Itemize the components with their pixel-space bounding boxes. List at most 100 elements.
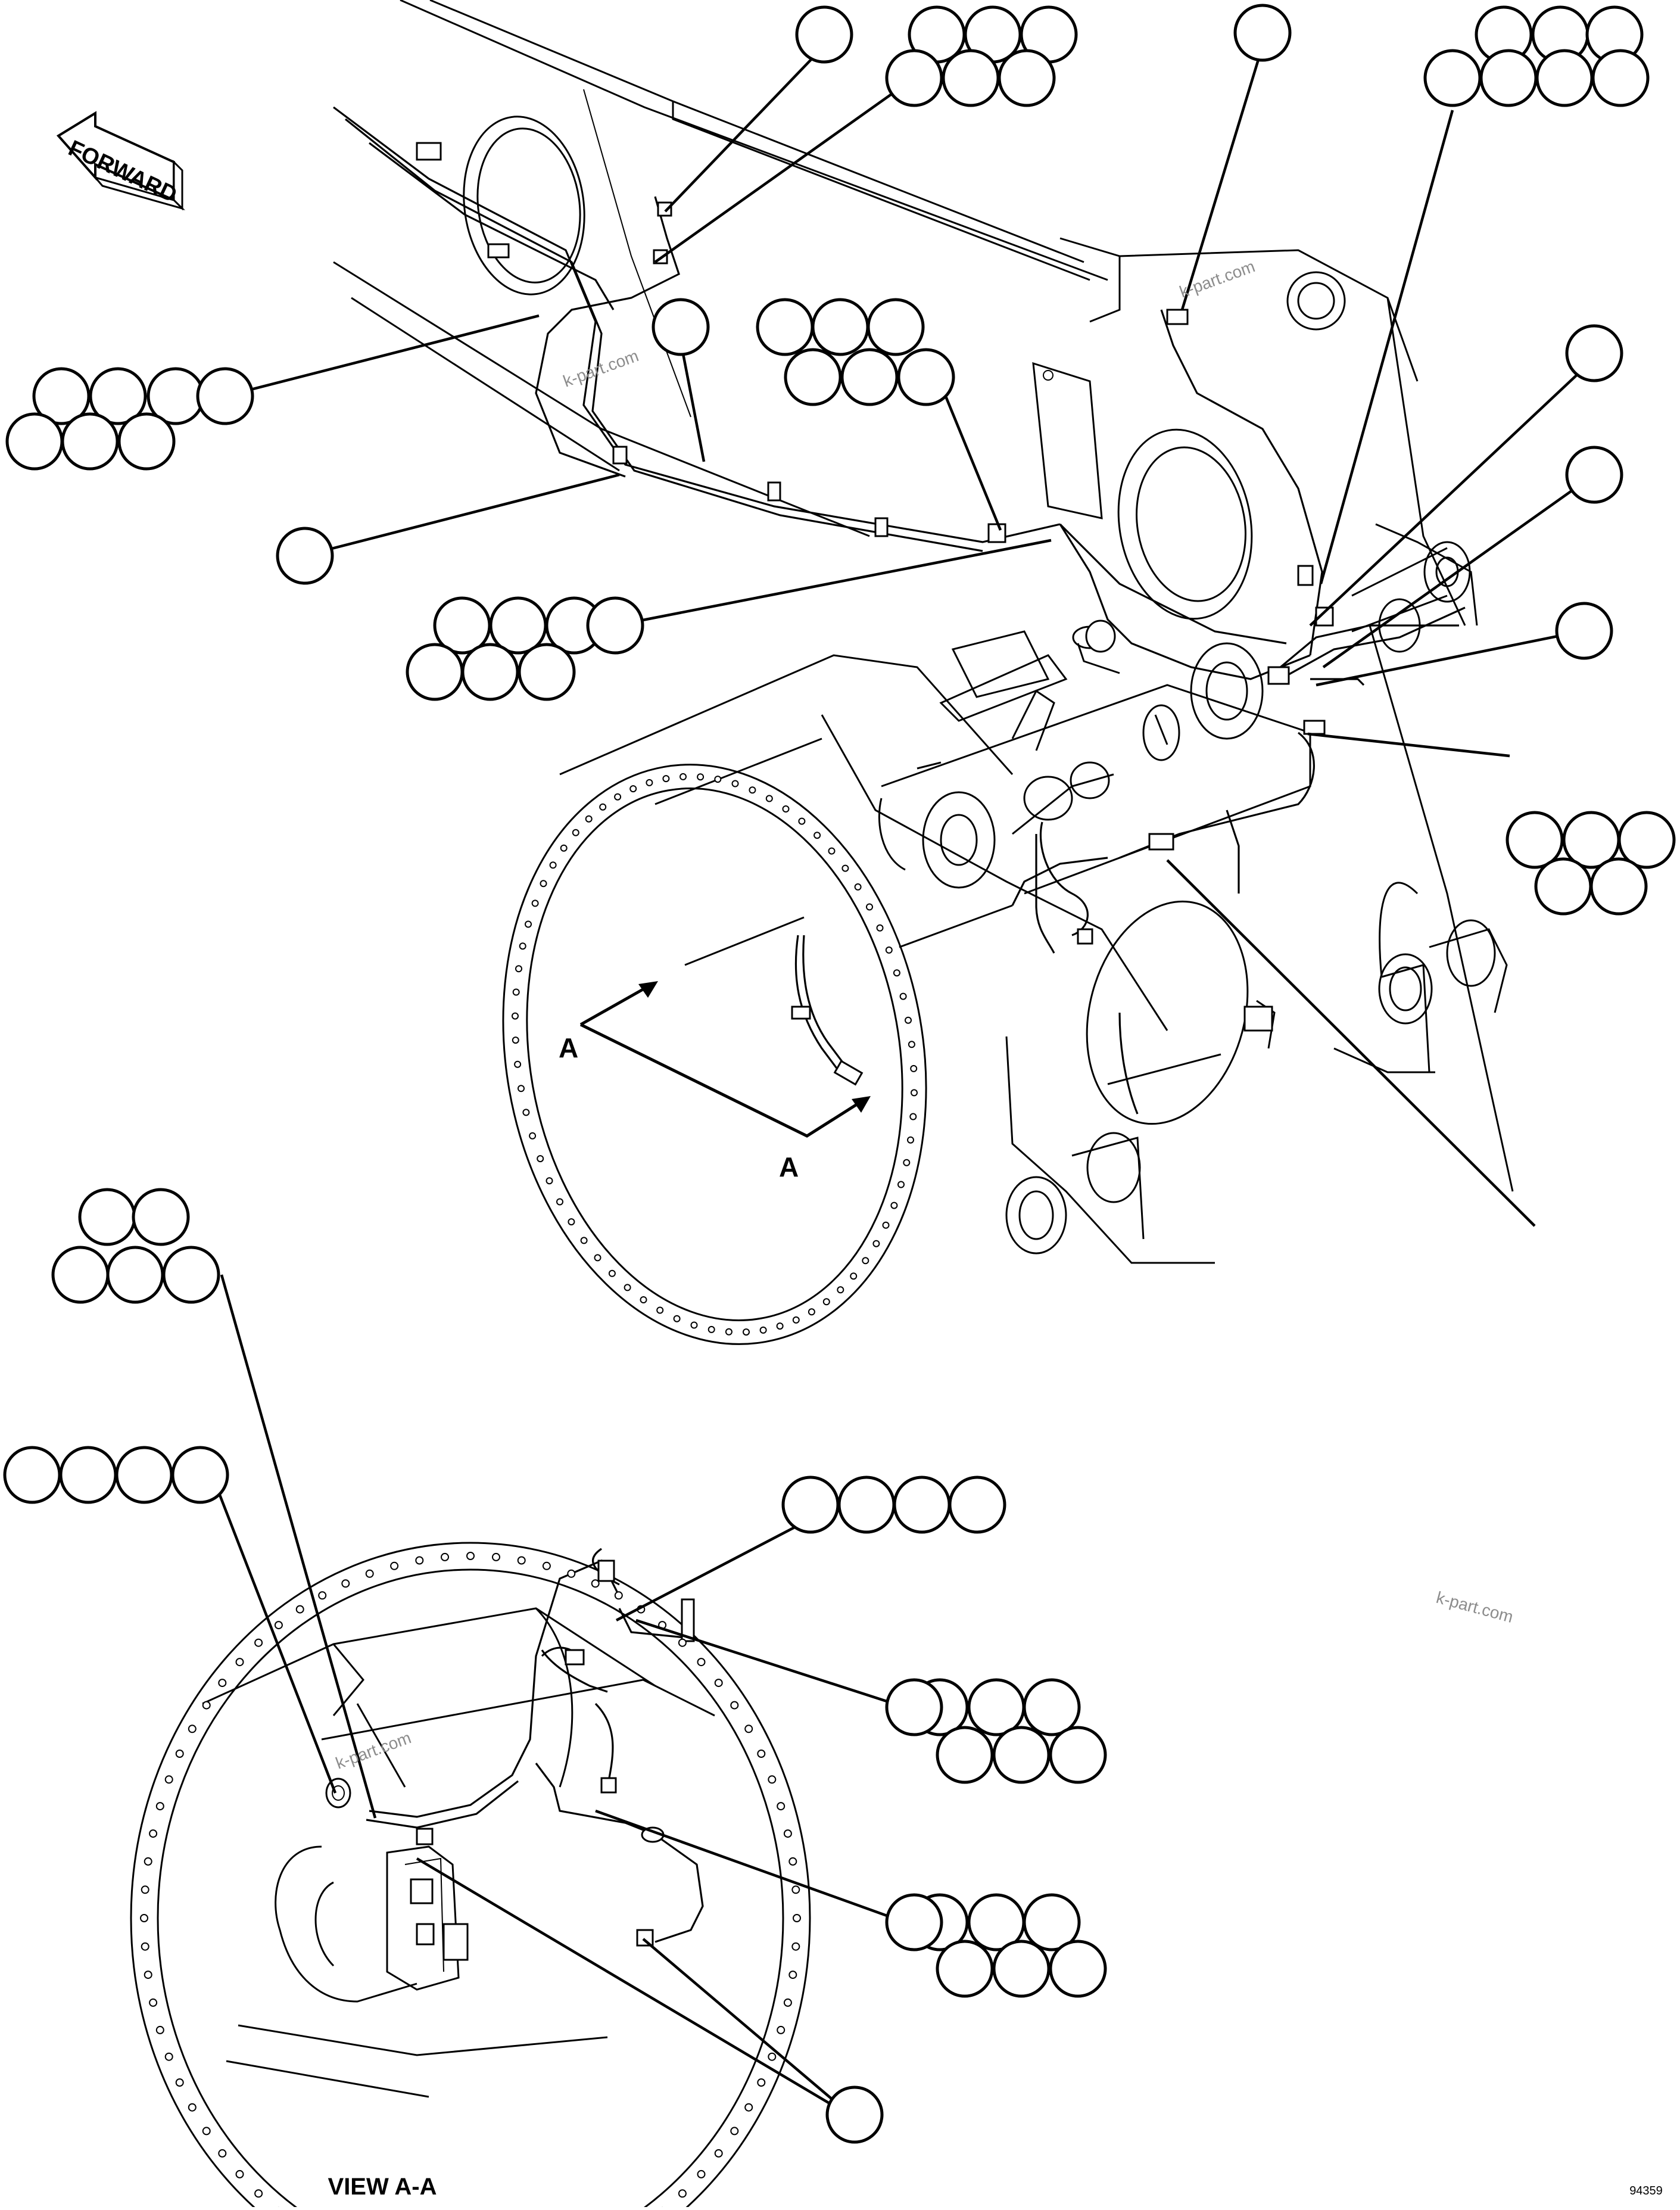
- bolt-hole: [680, 773, 687, 780]
- bolt-hole: [141, 1942, 149, 1951]
- bolt-hole: [697, 1658, 706, 1667]
- bolt-hole: [908, 1041, 915, 1048]
- callout-c07: [756, 298, 955, 406]
- bolt-hole: [850, 1272, 858, 1280]
- leader-lines: [210, 45, 1595, 2119]
- bolt-hole: [441, 1552, 449, 1561]
- figure-code: 94359: [1629, 2184, 1663, 2197]
- watermark-3: k-part.com: [1434, 1588, 1515, 1626]
- bolt-hole: [876, 924, 884, 932]
- callout-c01: [795, 5, 853, 64]
- bolt-hole: [882, 1221, 890, 1229]
- bolt-hole: [673, 1315, 681, 1322]
- callout-bubble: [132, 1188, 190, 1246]
- callout-bubble: [1049, 1940, 1107, 1998]
- bolt-hole: [822, 1298, 830, 1306]
- bolt-hole: [202, 2127, 211, 2136]
- bolt-hole: [783, 1998, 792, 2007]
- bolt-hole: [274, 1621, 283, 1630]
- callout-bubble: [1565, 446, 1623, 504]
- bolt-hole: [678, 1638, 687, 1647]
- bolt-hole: [714, 2149, 723, 2158]
- bolt-hole: [155, 1802, 164, 1811]
- view-a-a-flange-bolt-holes: [140, 1552, 801, 2210]
- bolt-hole: [188, 1725, 197, 1733]
- callout-bubble: [1023, 1678, 1081, 1736]
- bolt-hole: [529, 1132, 537, 1140]
- callout-bubble: [461, 643, 519, 701]
- bolt-hole: [897, 1181, 905, 1188]
- bolt-hole: [608, 1269, 616, 1277]
- bolt-hole: [512, 1012, 519, 1020]
- bolt-hole: [599, 803, 607, 811]
- bolt-hole: [515, 965, 522, 973]
- callout-c04: [1423, 5, 1650, 107]
- callout-c08: [1565, 324, 1623, 382]
- bolt-hole: [678, 2189, 687, 2198]
- bolt-hole: [144, 1971, 152, 1979]
- bolt-hole: [909, 1113, 917, 1120]
- bolt-hole: [560, 844, 568, 852]
- bolt-hole: [646, 779, 653, 786]
- bolt-hole: [164, 1775, 173, 1784]
- bolt-hole: [768, 2052, 777, 2061]
- bolt-hole: [828, 847, 836, 855]
- callout-c14: [51, 1188, 220, 1304]
- callout-c18: [885, 1893, 1107, 1998]
- section-marker-a: A A: [559, 981, 871, 1182]
- callout-bubble: [117, 412, 176, 471]
- callout-bubble: [1555, 602, 1613, 660]
- bolt-hole: [730, 2127, 739, 2136]
- bolt-hole: [744, 2103, 753, 2112]
- bolt-hole: [798, 817, 806, 825]
- bolt-hole: [591, 1579, 600, 1588]
- bolt-hole: [759, 1326, 767, 1334]
- callout-bubble: [51, 1246, 110, 1304]
- bolt-hole: [614, 793, 622, 801]
- watermark-1: k-part.com: [1177, 257, 1257, 301]
- callout-c02: [885, 5, 1078, 107]
- callout-c19: [825, 2086, 884, 2144]
- bolt-hole: [318, 1591, 327, 1600]
- bolt-hole: [522, 1109, 530, 1116]
- bolt-hole: [567, 1569, 576, 1578]
- bolt-hole: [568, 1218, 575, 1226]
- section-marker-label-top: A: [559, 1032, 578, 1063]
- bolt-hole: [572, 829, 579, 836]
- bolt-hole: [776, 1322, 784, 1330]
- bolt-hole: [730, 1701, 739, 1710]
- bolt-hole: [629, 785, 637, 793]
- bolt-hole: [813, 832, 821, 839]
- bolt-hole: [514, 1060, 522, 1068]
- bolt-hole: [837, 1286, 844, 1294]
- callout-c12: [1506, 811, 1676, 916]
- bolt-hole: [777, 2025, 786, 2034]
- bolt-hole: [149, 1998, 158, 2007]
- callout-bubble: [784, 348, 842, 406]
- callout-bubble: [78, 1188, 136, 1246]
- bolt-hole: [808, 1308, 815, 1316]
- bolt-hole: [549, 861, 557, 869]
- bolt-hole: [656, 1306, 664, 1314]
- callout-c10: [406, 596, 644, 701]
- bolt-hole: [235, 2169, 244, 2178]
- callout-bubble: [276, 527, 334, 585]
- callout-bubble: [406, 643, 464, 701]
- callout-c03: [1233, 4, 1292, 62]
- callout-bubble: [967, 1678, 1026, 1736]
- bolt-hole: [743, 1328, 750, 1336]
- callout-bubble: [885, 1893, 943, 1951]
- callout-bubble: [837, 1476, 896, 1534]
- callout-bubble: [106, 1246, 164, 1304]
- bolt-hole: [235, 1658, 244, 1667]
- bolt-hole: [295, 1605, 304, 1614]
- bolt-hole: [175, 1750, 184, 1758]
- callout-bubble: [586, 596, 644, 655]
- callout-bubble: [893, 1476, 951, 1534]
- bolt-hole: [793, 1914, 801, 1922]
- bolt-hole: [907, 1136, 914, 1144]
- bolt-hole: [697, 773, 705, 781]
- bolt-hole: [791, 1885, 800, 1894]
- bolt-hole: [905, 1016, 912, 1024]
